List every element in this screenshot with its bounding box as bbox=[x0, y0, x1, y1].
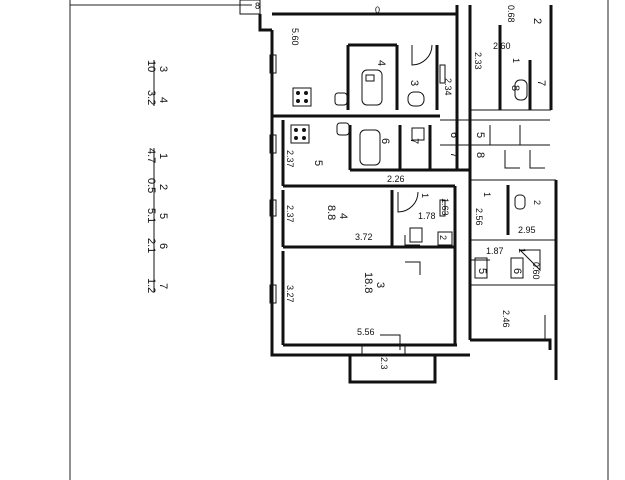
room-area: 18.8 bbox=[362, 272, 374, 293]
legend-area: 5.1 bbox=[145, 208, 157, 223]
dimension-label: 2.60 bbox=[493, 41, 511, 51]
room-area: 8.8 bbox=[325, 205, 337, 220]
room-number: 2 bbox=[531, 18, 543, 24]
dimension-label: 1.87 bbox=[486, 246, 504, 256]
room-number: 8 bbox=[474, 152, 486, 158]
top-fragment-label: 0 bbox=[375, 5, 380, 15]
outer-walls bbox=[258, 5, 558, 384]
sink-icon bbox=[334, 92, 348, 106]
room-number: 5 bbox=[312, 160, 324, 166]
fixtures bbox=[290, 69, 541, 272]
legend-room: 3 bbox=[157, 66, 169, 72]
dimension-label: 0.60 bbox=[531, 262, 541, 280]
room-number: 7 bbox=[535, 80, 547, 86]
dimension-label: 3.27 bbox=[285, 285, 295, 303]
room-number: 1 bbox=[482, 192, 492, 197]
legend-area: 4.7 bbox=[145, 148, 157, 163]
room-number: 5 bbox=[476, 268, 488, 274]
room-number: 2 bbox=[438, 235, 448, 240]
toilet-icon bbox=[411, 127, 425, 141]
legend-room: 6 bbox=[157, 243, 169, 249]
dimension-label: 1.63 bbox=[440, 198, 450, 216]
sink-icon bbox=[518, 249, 541, 272]
sheet-frame: 8 bbox=[69, 0, 609, 480]
interior-walls bbox=[272, 25, 556, 347]
dimension-label: 2.3 bbox=[379, 357, 389, 370]
dimension-label: 2.37 bbox=[285, 205, 295, 223]
bathtub-icon bbox=[361, 69, 383, 106]
room-labels: 4 3 6 7 5 6 7 5 8 1 1 1 1 2 2 4 8.8 3 18… bbox=[312, 18, 547, 293]
room-number: 4 bbox=[337, 213, 349, 219]
legend-room: 4 bbox=[157, 97, 169, 103]
dimension-label: 5.56 bbox=[357, 327, 375, 337]
toilet-icon bbox=[514, 79, 528, 101]
room-area-legend: 3 4 10 3.2 1 2 5 6 7 4.7 0.5 5.1 2.1 1.2 bbox=[145, 60, 169, 293]
room-number: 3 bbox=[408, 80, 420, 86]
legend-room: 1 bbox=[157, 153, 169, 159]
room-number: 7 bbox=[408, 138, 420, 144]
legend-room: 7 bbox=[157, 283, 169, 289]
dimension-label: 2.56 bbox=[474, 208, 484, 226]
room-number: 6 bbox=[511, 268, 523, 274]
room-number: 2 bbox=[532, 200, 542, 205]
room-number: 6 bbox=[379, 138, 391, 144]
dimension-label: 2.37 bbox=[285, 150, 295, 168]
legend-room: 5 bbox=[157, 213, 169, 219]
bathtub-icon bbox=[359, 129, 381, 166]
legend-area: 10 bbox=[145, 60, 157, 72]
legend-area: 1.2 bbox=[145, 278, 157, 293]
dimension-label: 1.78 bbox=[418, 211, 436, 221]
legend-area: 2.1 bbox=[145, 238, 157, 253]
room-number: 1 bbox=[511, 58, 521, 63]
room-number: 3 bbox=[374, 282, 386, 288]
dimension-label: 2.33 bbox=[473, 52, 483, 70]
room-number: 7 bbox=[448, 152, 460, 158]
room-number: 1 bbox=[420, 193, 430, 198]
room-number: 6 bbox=[448, 132, 460, 138]
room-number: 4 bbox=[375, 60, 387, 66]
room-number: 8 bbox=[509, 85, 521, 91]
dimension-labels: 5.60 2.34 2.37 2.26 2.37 3.72 1.78 1.63 … bbox=[285, 5, 541, 370]
dimension-label: 3.72 bbox=[355, 232, 373, 242]
toilet-icon bbox=[514, 194, 526, 210]
doors bbox=[269, 44, 546, 350]
dimension-label: 2.95 bbox=[518, 225, 536, 235]
dimension-label: 2.26 bbox=[387, 174, 405, 184]
toilet-icon bbox=[407, 91, 425, 107]
stove-icon bbox=[290, 124, 310, 144]
dimension-label: 0.68 bbox=[506, 5, 516, 23]
room-number: 5 bbox=[474, 132, 486, 138]
legend-area: 0.5 bbox=[145, 178, 157, 193]
stove-icon bbox=[292, 87, 312, 107]
legend-room: 2 bbox=[157, 184, 169, 190]
sink-icon bbox=[336, 122, 350, 136]
dimension-label: 2.46 bbox=[501, 310, 511, 328]
legend-area: 3.2 bbox=[145, 90, 157, 105]
room-number: 1 bbox=[517, 248, 527, 253]
dimension-label: 2.34 bbox=[443, 78, 453, 96]
dimension-label: 5.60 bbox=[290, 28, 300, 46]
corner-fragment-label: 8 bbox=[255, 1, 260, 11]
